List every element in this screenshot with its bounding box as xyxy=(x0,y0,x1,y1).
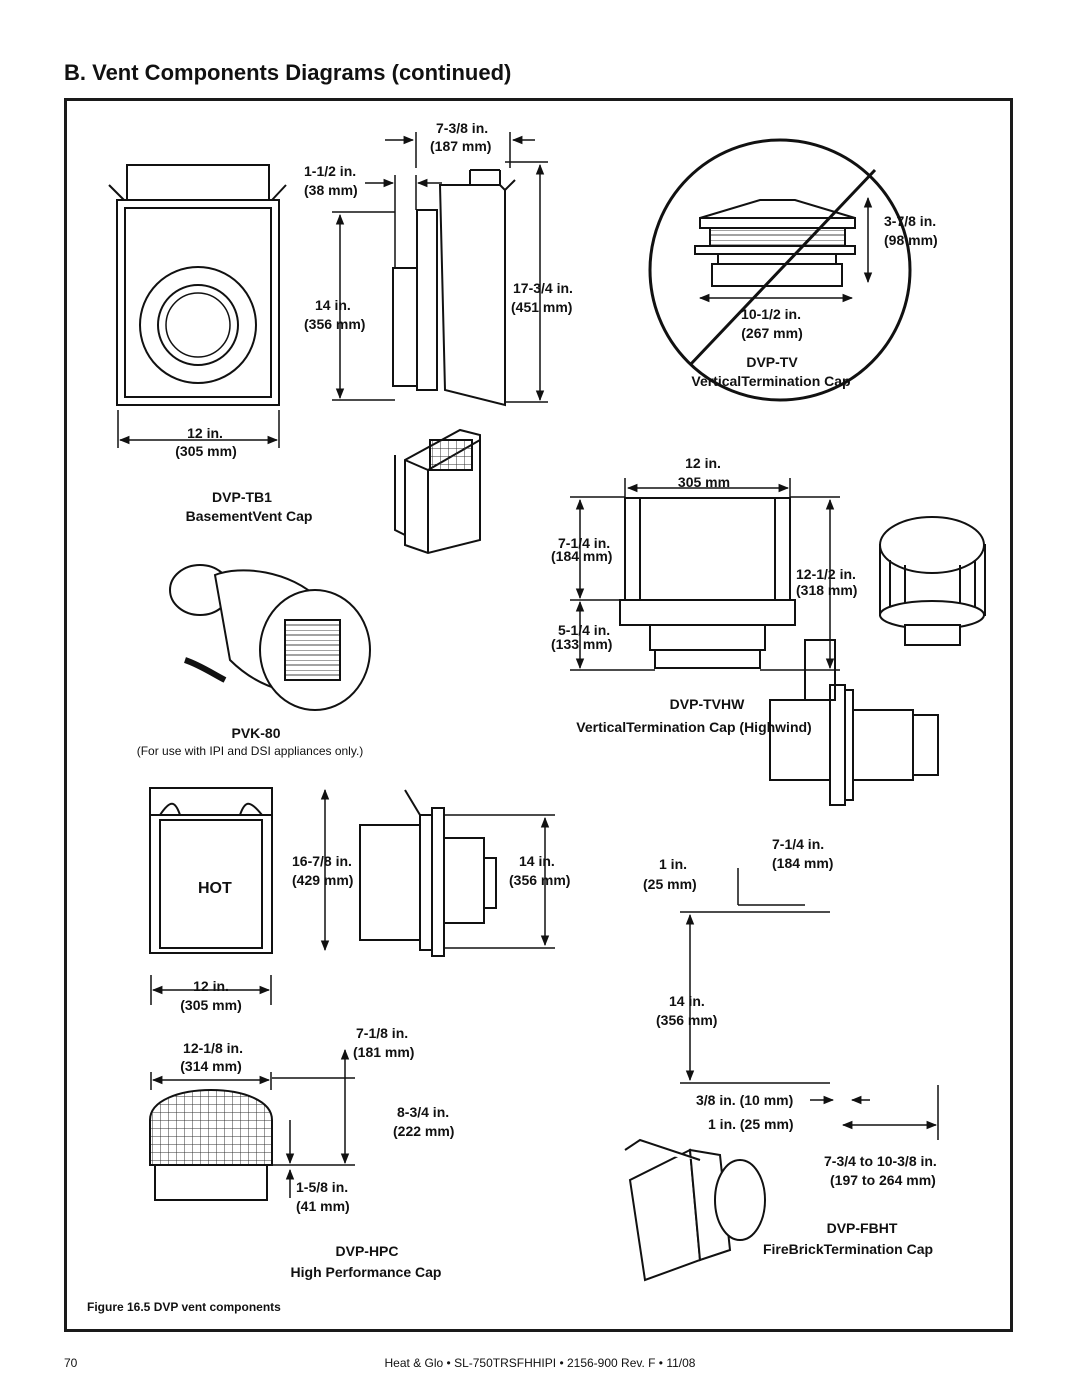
fbht-offset-in: 1 in. xyxy=(659,856,688,872)
hpc-grille-dims xyxy=(150,1048,355,1198)
tb1-width-mm: (305 mm) xyxy=(175,443,237,459)
tb1-top-mm: (187 mm) xyxy=(430,138,492,154)
fbht-top-mm: (184 mm) xyxy=(772,855,834,871)
fbht-height-in: 14 in. xyxy=(669,993,705,1009)
hpc-grille-width-in: 12-1/8 in. xyxy=(183,1040,243,1056)
hpc-hot-label: HOT xyxy=(198,880,232,897)
tb1-height-in: 14 in. xyxy=(315,297,351,313)
hpc-grille-width-mm: (314 mm) xyxy=(180,1058,242,1074)
hpc-front-dims xyxy=(150,788,330,1005)
fbht-model-name: DVP-FBHT xyxy=(826,1220,898,1236)
fbht-description: FireBrickTermination Cap xyxy=(762,1241,934,1257)
tb1-front-view xyxy=(108,164,287,406)
hpc-grille-height-mm: (222 mm) xyxy=(393,1123,455,1139)
tv-cap-drawing xyxy=(694,199,856,287)
hpc-width-mm: (305 mm) xyxy=(180,997,242,1013)
tvhw-upper-in: 7-1/4 in. xyxy=(558,535,611,551)
tvhw-lower-in: 5-1/4 in. xyxy=(558,622,611,638)
tvhw-upper-mm: (184 mm) xyxy=(551,548,613,564)
tvhw-side-view xyxy=(619,497,796,669)
pvk80-note: (For use with IPI and DSI appliances onl… xyxy=(136,744,364,758)
hpc-collar-in: 1-5/8 in. xyxy=(296,1179,349,1195)
hpc-depth-in: 7-1/8 in. xyxy=(356,1025,409,1041)
tb1-isometric xyxy=(394,428,481,555)
tvhw-width-mm: 305 mm xyxy=(677,474,731,490)
hpc-side-view xyxy=(359,789,497,957)
tb1-side-view xyxy=(392,169,516,407)
tb1-width-dim xyxy=(117,410,280,448)
hpc-height-mm: (429 mm) xyxy=(292,872,354,888)
pvk80-model-name: PVK-80 xyxy=(231,725,281,741)
pvk80-drawing xyxy=(169,564,371,711)
fbht-gap2: 1 in. (25 mm) xyxy=(708,1116,794,1132)
tb1-top-in: 7-3/8 in. xyxy=(436,120,489,136)
figure-frame xyxy=(64,98,1013,1332)
fbht-isometric xyxy=(624,1138,766,1282)
fbht-offset-mm: (25 mm) xyxy=(643,876,697,892)
tb1-side-dims xyxy=(332,132,548,403)
fbht-top-in: 7-1/4 in. xyxy=(772,836,825,852)
hpc-grille-view xyxy=(149,1089,273,1201)
hpc-grille-height-in: 8-3/4 in. xyxy=(397,1104,450,1120)
footer-document-id: Heat & Glo • SL-750TRSFHHIPI • 2156-900 … xyxy=(384,1356,696,1370)
fbht-dims xyxy=(680,868,939,1140)
tv-height-mm: (98 mm) xyxy=(884,232,938,248)
tvhw-total-mm: (318 mm) xyxy=(796,582,858,598)
tvhw-lower-mm: (133 mm) xyxy=(551,636,613,652)
hpc-description: High Performance Cap xyxy=(290,1264,442,1280)
tb1-depth-mm: (451 mm) xyxy=(511,299,573,315)
hpc-side-mm: (356 mm) xyxy=(509,872,571,888)
tvhw-width-in: 12 in. xyxy=(685,455,721,471)
tb1-height-mm: (356 mm) xyxy=(304,316,366,332)
tv-width-in: 10-1/2 in. xyxy=(741,306,801,322)
fbht-side-view xyxy=(769,639,939,806)
fbht-gap1: 3/8 in. (10 mm) xyxy=(696,1092,794,1108)
fbht-height-mm: (356 mm) xyxy=(656,1012,718,1028)
page-number: 70 xyxy=(64,1356,78,1370)
tv-cross-out xyxy=(648,138,912,402)
tb1-flange-mm: (38 mm) xyxy=(304,182,358,198)
tvhw-model-name: DVP-TVHW xyxy=(669,696,745,712)
tv-width-mm: (267 mm) xyxy=(741,325,803,341)
hpc-front-view xyxy=(149,787,273,954)
section-title: B. Vent Components Diagrams (continued) xyxy=(64,60,512,85)
tvhw-dims xyxy=(570,478,840,671)
hpc-width-in: 12 in. xyxy=(193,978,229,994)
tv-height-in: 3-7/8 in. xyxy=(884,213,937,229)
hpc-depth-mm: (181 mm) xyxy=(353,1044,415,1060)
hpc-collar-mm: (41 mm) xyxy=(296,1198,350,1214)
tb1-description: BasementVent Cap xyxy=(185,508,313,524)
tvhw-description: VerticalTermination Cap (Highwind) xyxy=(576,719,812,735)
tb1-model-name: DVP-TB1 xyxy=(212,489,272,505)
tvhw-total-in: 12-1/2 in. xyxy=(796,566,856,582)
tv-dims xyxy=(698,196,873,303)
tb1-flange-in: 1-1/2 in. xyxy=(304,163,357,179)
tvhw-isometric xyxy=(879,516,986,646)
hpc-side-dims xyxy=(444,814,555,949)
hpc-height-in: 16-7/8 in. xyxy=(292,853,352,869)
hpc-side-in: 14 in. xyxy=(519,853,555,869)
tv-model-name: DVP-TV xyxy=(746,354,798,370)
tb1-width-in: 12 in. xyxy=(187,425,223,441)
figure-caption: Figure 16.5 DVP vent components xyxy=(87,1300,281,1314)
fbht-range-in: 7-3/4 to 10-3/8 in. xyxy=(824,1153,937,1169)
tb1-depth-in: 17-3/4 in. xyxy=(513,280,573,296)
hpc-model-name: DVP-HPC xyxy=(335,1243,399,1259)
tv-description: VerticalTermination Cap xyxy=(691,373,851,389)
fbht-range-mm: (197 to 264 mm) xyxy=(830,1172,936,1188)
